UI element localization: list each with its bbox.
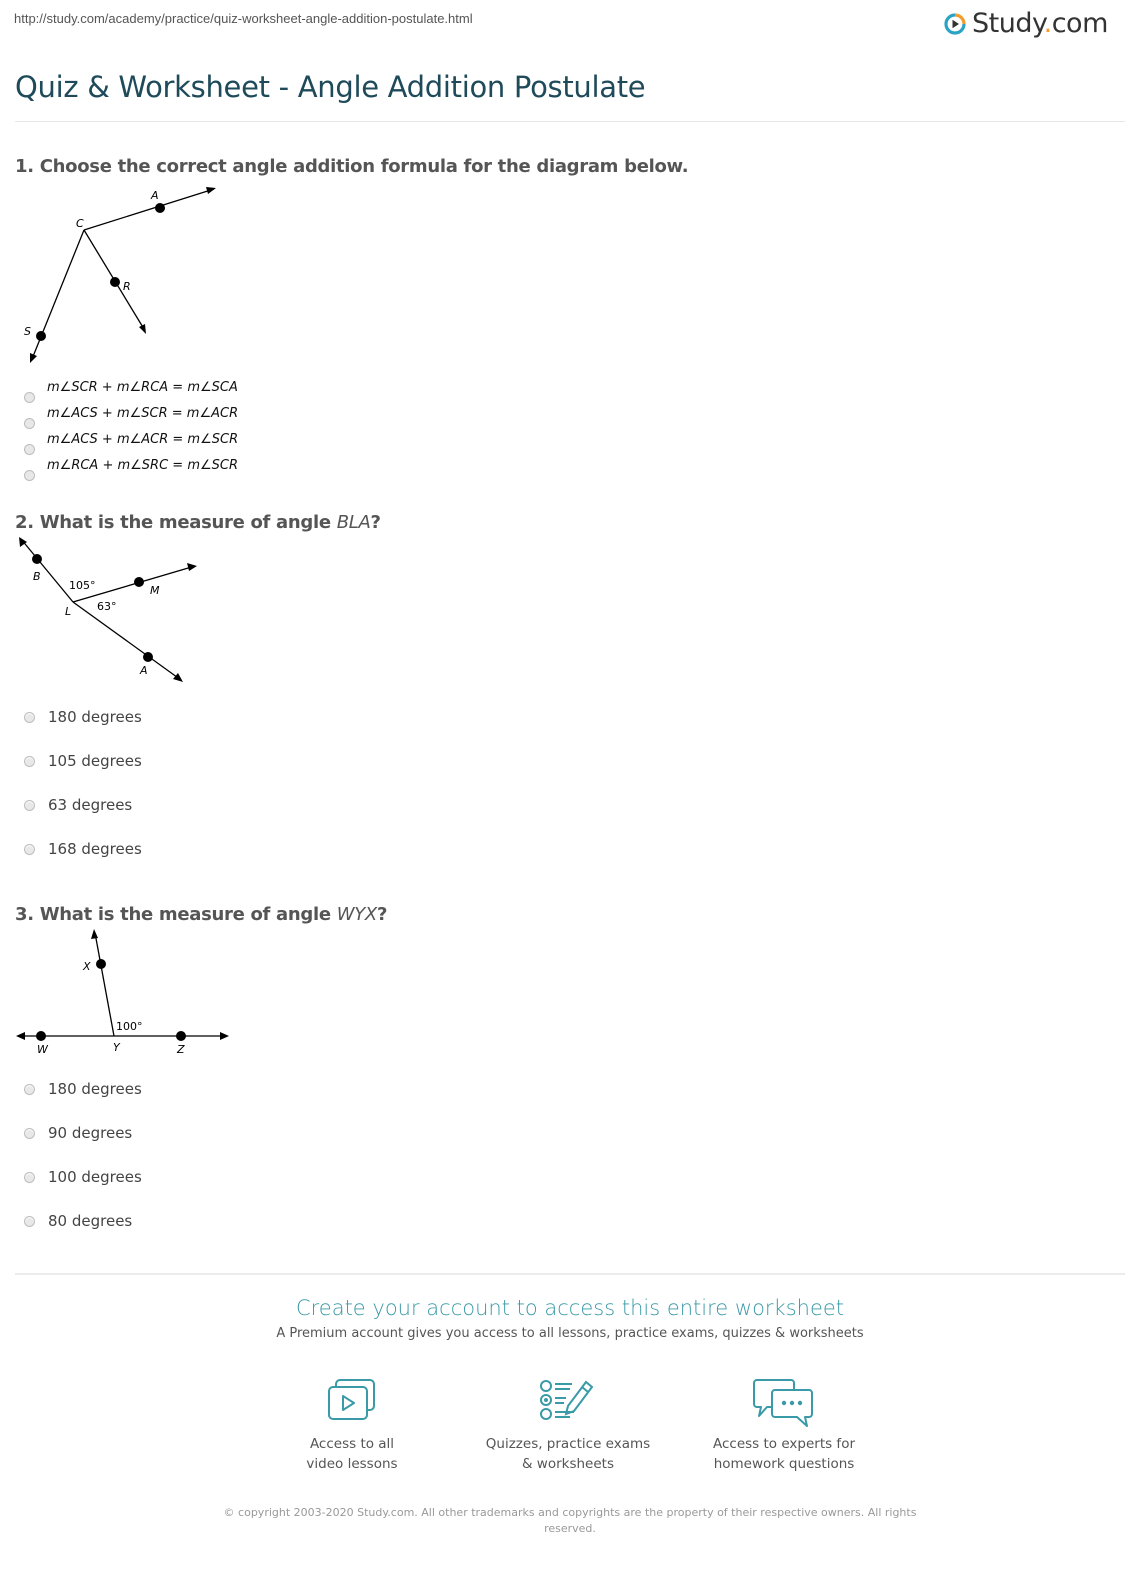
option-label: m∠ACS + m∠SCR = m∠ACR (47, 406, 239, 421)
question-suffix: ? (376, 904, 388, 925)
angle-label-63: 63° (97, 600, 117, 613)
logo-text: Study.com (972, 8, 1108, 39)
option-label: m∠SCR + m∠RCA = m∠SCA (47, 380, 238, 395)
feature-text-line1: Quizzes, practice exams (485, 1436, 651, 1452)
question-suffix: ? (370, 512, 381, 533)
video-lessons-icon (328, 1379, 375, 1420)
option-radio[interactable] (24, 799, 35, 811)
page-url: http://study.com/academy/practice/quiz-w… (14, 11, 473, 26)
feature-text-line1: Access to experts for (712, 1436, 855, 1452)
question-number: 2. (15, 512, 34, 533)
feature-video-lessons: Access to all video lessons (252, 1378, 452, 1474)
answer-option[interactable]: 90 degrees (24, 1124, 132, 1142)
option-label: 90 degrees (48, 1124, 133, 1142)
option-label: m∠RCA + m∠SRC = m∠SCR (47, 458, 238, 473)
svg-text:Z: Z (176, 1043, 185, 1056)
question-text: What is the measure of angle (39, 512, 337, 533)
answer-option[interactable]: 180 degrees (24, 1080, 142, 1098)
svg-text:B: B (33, 570, 41, 583)
logo-tld: com (1051, 8, 1109, 39)
answer-option[interactable]: 63 degrees (24, 796, 132, 814)
question-2: 2. What is the measure of angle BLA? (15, 512, 381, 533)
feature-text-line2: video lessons (306, 1456, 398, 1472)
svg-text:W: W (37, 1043, 49, 1056)
page-title: Quiz & Worksheet - Angle Addition Postul… (15, 70, 646, 104)
logo-dot: . (1043, 8, 1053, 39)
angle-label-105: 105° (69, 579, 96, 592)
feature-text-line1: Access to all (309, 1436, 395, 1452)
question-text: What is the measure of angle (39, 904, 337, 925)
copyright-footer: © copyright 2003-2020 Study.com. All oth… (223, 1506, 917, 1535)
option-radio[interactable] (24, 843, 35, 855)
option-label: 180 degrees (48, 708, 142, 726)
option-radio[interactable] (24, 418, 35, 429)
cta-title[interactable]: Create your account to access this entir… (295, 1296, 845, 1320)
quiz-checklist-icon (540, 1380, 594, 1420)
option-radio[interactable] (24, 444, 35, 455)
play-circle-icon (944, 12, 966, 35)
svg-text:L: L (65, 605, 71, 618)
svg-text:M: M (150, 584, 160, 597)
answer-option[interactable]: 180 degrees (24, 708, 142, 726)
svg-text:Y: Y (113, 1041, 121, 1054)
option-radio[interactable] (24, 392, 35, 403)
study-logo[interactable]: Study.com (944, 8, 1108, 39)
option-label: 105 degrees (48, 752, 142, 770)
angle-label-100: 100° (116, 1020, 143, 1033)
option-label: 63 degrees (48, 796, 133, 814)
option-radio[interactable] (24, 755, 35, 767)
label-r: R (123, 280, 131, 293)
option-radio[interactable] (24, 711, 35, 723)
question-3: 3. What is the measure of angle WYX? (15, 904, 387, 925)
option-label: 80 degrees (48, 1212, 133, 1230)
answer-option[interactable]: 105 degrees (24, 752, 142, 770)
title-divider (15, 121, 1125, 122)
angle-name: BLA (336, 512, 371, 533)
option-label: 168 degrees (48, 840, 142, 858)
diagram-angle-sca: A C R S (24, 187, 216, 363)
option-radio[interactable] (24, 1127, 35, 1139)
option-radio[interactable] (24, 1215, 35, 1227)
diagram-angle-wyx: X 100° W Y Z (16, 929, 229, 1056)
feature-text-line2: homework questions (713, 1456, 855, 1472)
svg-text:A: A (139, 664, 148, 677)
option-radio[interactable] (24, 1171, 35, 1183)
cta-divider (15, 1273, 1125, 1275)
label-c: C (76, 217, 84, 230)
label-s: S (24, 325, 31, 338)
label-a: A (150, 189, 159, 202)
option-label: m∠ACS + m∠ACR = m∠SCR (47, 432, 239, 447)
svg-text:X: X (82, 960, 91, 973)
option-label: 100 degrees (48, 1168, 142, 1186)
option-radio[interactable] (24, 470, 35, 481)
question-1: 1. Choose the correct angle addition for… (15, 156, 689, 177)
question-number: 1. (15, 156, 34, 177)
answer-option[interactable]: 168 degrees (24, 840, 142, 858)
answer-option[interactable]: 100 degrees (24, 1168, 142, 1186)
option-label: 180 degrees (48, 1080, 142, 1098)
feature-text-line2: & worksheets (521, 1456, 614, 1472)
option-radio[interactable] (24, 1083, 35, 1095)
chat-bubbles-icon (753, 1379, 813, 1427)
feature-quizzes: Quizzes, practice exams & worksheets (468, 1378, 668, 1474)
answer-option[interactable]: 80 degrees (24, 1212, 132, 1230)
question-text: Choose the correct angle addition formul… (39, 156, 689, 177)
angle-name: WYX (336, 904, 378, 925)
logo-text-main: Study (972, 8, 1044, 39)
feature-experts: Access to experts for homework questions (684, 1378, 884, 1474)
question-number: 3. (15, 904, 34, 925)
diagram-angle-bla: B 105° M 63° L A (19, 537, 197, 682)
cta-subtitle: A Premium account gives you access to al… (276, 1326, 864, 1341)
